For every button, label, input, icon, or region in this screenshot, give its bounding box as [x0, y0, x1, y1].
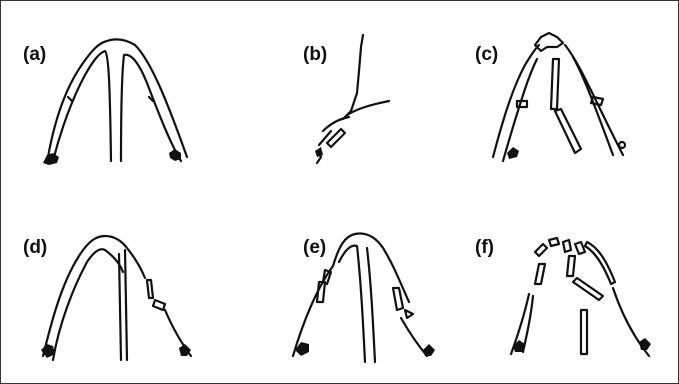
center-bar [581, 310, 587, 354]
left-lower-inner [523, 296, 533, 352]
inner-right [573, 57, 613, 155]
inner-segment-mid [567, 256, 575, 276]
vertical-stem [343, 35, 363, 119]
left-blob [507, 147, 519, 159]
left-tick [517, 101, 527, 107]
inner-segment-left [535, 264, 545, 284]
inner-right-contour [367, 248, 375, 362]
branch-stroke [319, 131, 331, 145]
lower-blob [315, 147, 323, 157]
right-blob [639, 338, 651, 350]
right-blob [169, 149, 181, 161]
left-blob [43, 153, 59, 165]
panel-d: (d) [1, 192, 227, 383]
outer-contour [293, 234, 409, 356]
center-line [125, 250, 127, 360]
panel-c: (c) [453, 1, 679, 192]
arc-segment-2 [549, 238, 559, 246]
panel-f: (f) [453, 192, 679, 383]
arc-segment-3 [563, 240, 571, 252]
right-blob [423, 344, 435, 356]
left-stub [323, 270, 331, 284]
right-piece [405, 310, 413, 318]
arc-segment-5 [585, 242, 615, 284]
right-ring [619, 142, 625, 148]
right-piece [153, 300, 165, 310]
right-segment [147, 280, 153, 298]
panel-c-edge-drawing [453, 1, 679, 192]
lower-branch [323, 117, 349, 131]
arc-segment-1 [535, 244, 547, 256]
arc-segment-4 [575, 242, 585, 254]
left-tick [68, 97, 72, 101]
panel-a-edge-drawing [1, 1, 227, 192]
inner-segment-diag [573, 278, 603, 300]
panel-d-edge-drawing [1, 192, 227, 383]
center-segment-upper [551, 59, 559, 109]
right-segment [393, 288, 403, 310]
panel-a: (a) [1, 1, 227, 192]
apex-cap [535, 33, 563, 51]
inner-left-contour [53, 249, 123, 360]
outer-right [565, 45, 623, 155]
panel-e-edge-drawing [227, 192, 453, 383]
center-line-inner [119, 254, 121, 360]
panel-f-edge-drawing [453, 192, 679, 383]
panel-b: (b) [227, 1, 453, 192]
panel-e: (e) [227, 192, 453, 383]
center-segment-lower [555, 109, 581, 153]
panel-b-edge-drawing [227, 1, 453, 192]
inner-left-contour [339, 246, 365, 362]
